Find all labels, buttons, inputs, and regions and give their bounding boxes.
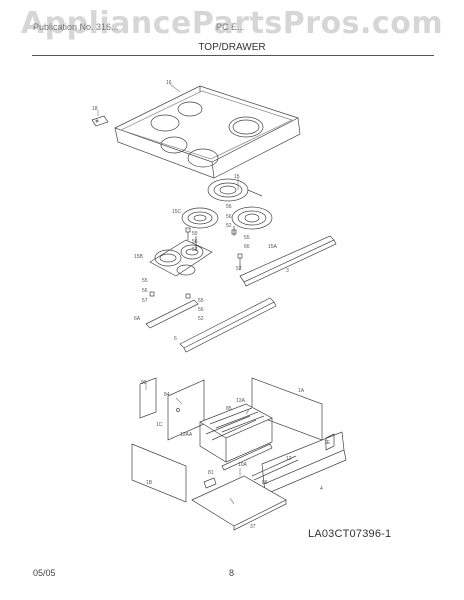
surface-element-15c (181, 207, 219, 229)
watermark: AppliancePartsPros.com (20, 6, 444, 41)
callout-56b: 56 (226, 214, 232, 220)
front-rail-3 (239, 235, 337, 287)
callout-56c: 56 (192, 239, 198, 245)
broiler-pan-85 (199, 403, 273, 463)
drip-bowl-15b (149, 239, 213, 277)
callout-16: 16 (166, 80, 172, 86)
callout-55b: 55 (244, 235, 250, 241)
rear-rail-6a (145, 299, 199, 329)
hinge-bracket (91, 115, 109, 127)
publication-label: Publication No. 316... (33, 22, 119, 32)
cooktop-panel (114, 85, 301, 179)
callout-56a: 56 (226, 204, 232, 210)
diagram-code: LA03CT07396-1 (308, 528, 392, 540)
callout-1b: 1B (146, 480, 153, 486)
callout-15a: 15A (268, 244, 278, 250)
side-rail-6 (179, 297, 277, 353)
callout-55c: 55 (142, 278, 148, 284)
callout-55d: 55 (198, 298, 204, 304)
callout-1e: 1E (324, 440, 331, 446)
callout-12aa: 12AA (180, 432, 193, 438)
model-number: PC E... (216, 22, 245, 32)
cooktop-burner-openings (150, 101, 264, 168)
drawer-side-1b (131, 443, 187, 503)
footer-page-number: 8 (229, 568, 235, 578)
callout-81: 81 (208, 470, 214, 476)
callout-55a: 55 (192, 231, 198, 237)
surface-element-15 (207, 178, 263, 202)
callout-1a: 1A (298, 388, 305, 394)
callout-52b: 52 (192, 247, 198, 253)
callout-52d: 52 (198, 316, 204, 322)
callout-18: 18 (92, 106, 98, 112)
callout-15: 15 (234, 174, 240, 180)
callout-3: 3 (286, 268, 289, 274)
terminal-blocks (149, 226, 243, 299)
callout-6a: 6A (134, 316, 141, 322)
drawer-bottom-37 (191, 475, 287, 531)
leader-lines-drawer (145, 382, 251, 505)
callout-12a: 12A (236, 398, 246, 404)
callout-4: 4 (320, 486, 323, 492)
footer-date: 05/05 (33, 568, 56, 578)
callout-90: 90 (141, 380, 147, 386)
callout-56d: 56 (142, 288, 148, 294)
drawer-side-panel-90 (139, 377, 157, 419)
callout-1c: 1C (156, 422, 163, 428)
callout-15c: 15C (172, 209, 182, 215)
drawer-glides (203, 443, 299, 489)
callout-52a: 52 (226, 223, 232, 229)
callout-15b: 15B (134, 254, 144, 260)
header-rule (32, 55, 434, 56)
surface-element-15a (231, 206, 273, 230)
callout-66a: 66 (244, 244, 250, 250)
callout-85: 85 (226, 406, 232, 412)
leader-lines-top (97, 83, 239, 190)
callout-52c: 52 (236, 266, 242, 272)
callout-12: 12 (286, 456, 292, 462)
callout-86: 86 (262, 480, 268, 486)
page-title: TOP/DRAWER (198, 42, 266, 53)
callout-57: 57 (142, 298, 148, 304)
callout-6: 6 (174, 336, 177, 342)
callout-56e: 56 (198, 307, 204, 313)
callout-10a: 10A (238, 462, 248, 468)
callout-84: 84 (164, 392, 170, 398)
callout-37: 37 (250, 524, 256, 530)
